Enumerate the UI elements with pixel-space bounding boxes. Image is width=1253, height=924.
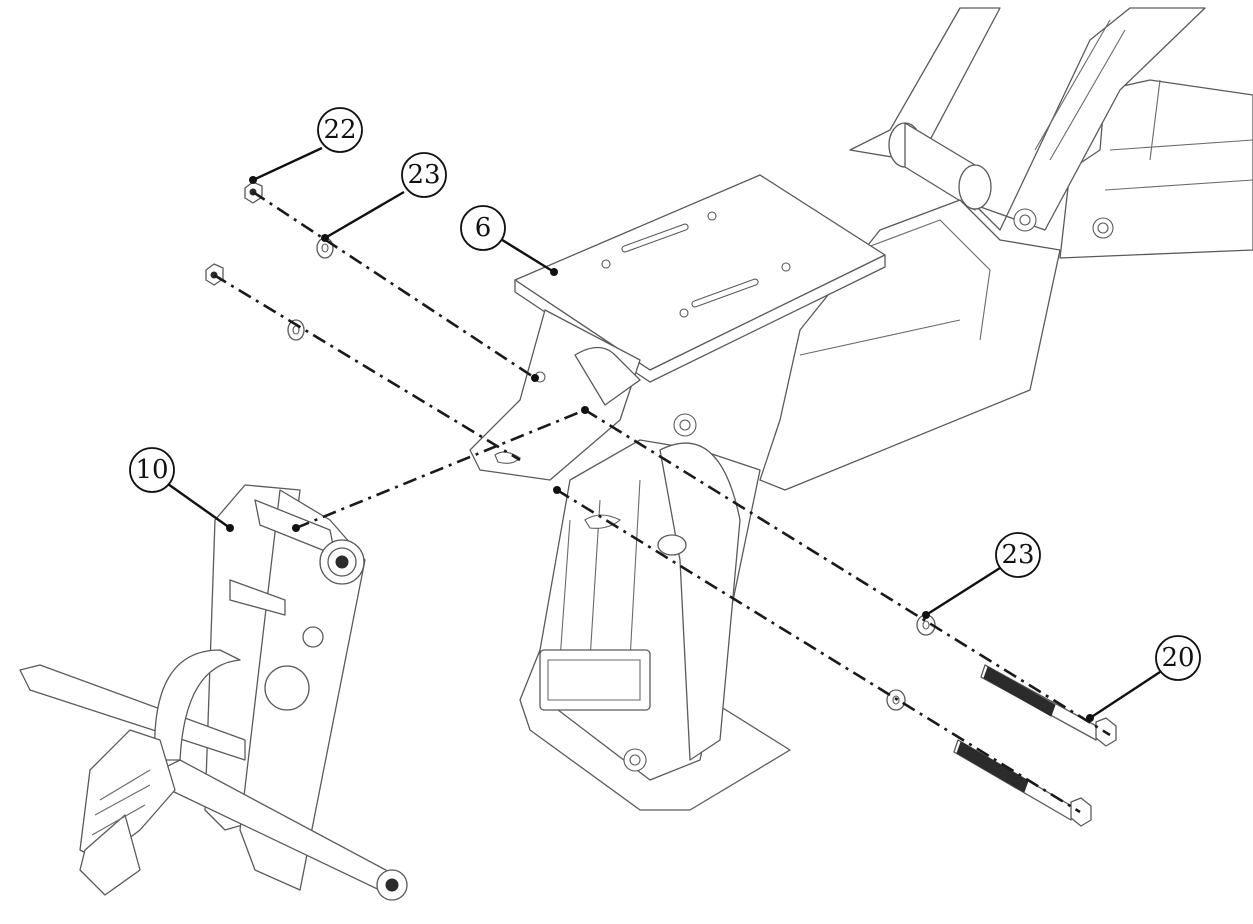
footrest-assembly bbox=[19, 484, 408, 901]
main-frame bbox=[759, 7, 1253, 491]
callout-label-10: 10 bbox=[135, 455, 168, 485]
assembly-lines bbox=[213, 190, 1111, 814]
callout-label-20: 20 bbox=[1161, 643, 1194, 673]
callout-20: 20 bbox=[1086, 635, 1201, 722]
callout-22: 22 bbox=[249, 107, 363, 184]
fasteners-right bbox=[886, 614, 1117, 827]
callout-23-top: 23 bbox=[321, 152, 447, 242]
callout-label-22: 22 bbox=[323, 115, 356, 145]
fasteners-left bbox=[205, 181, 334, 341]
callout-6: 6 bbox=[460, 205, 558, 276]
seat-bracket-plate bbox=[469, 174, 886, 481]
callout-label-23-top: 23 bbox=[407, 160, 440, 190]
callout-label-6: 6 bbox=[475, 213, 492, 243]
callout-10: 10 bbox=[129, 447, 234, 532]
lower-stand-bracket bbox=[519, 413, 791, 811]
callout-23-right: 23 bbox=[922, 532, 1041, 619]
callout-label-23-right: 23 bbox=[1001, 540, 1034, 570]
